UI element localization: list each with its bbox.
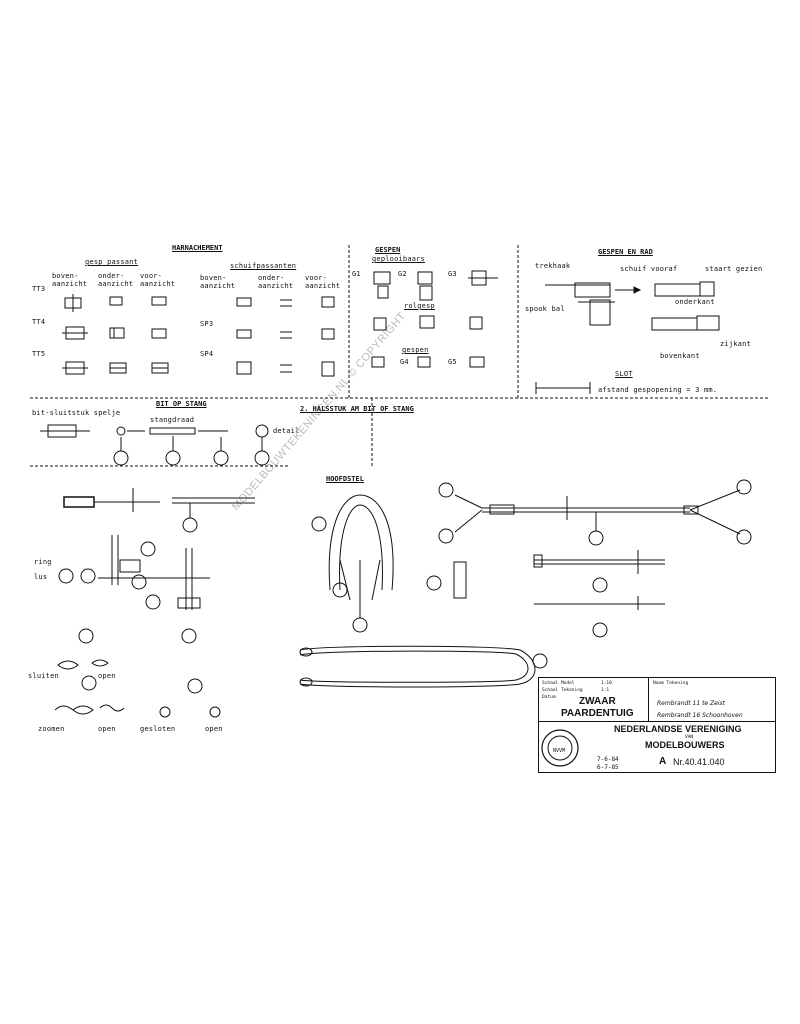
handwritten-note-1: Rembrandt 11 te Zeist [657,700,725,707]
buckle-symbols-left [62,294,169,375]
group-label-right: schuifpassanten [230,262,297,270]
buckle-label-1: G1 [352,270,361,278]
hitch-label-3: staart gezien [705,265,763,273]
hitch-note-head: SLOT [615,370,633,378]
date-value-1: 7-6-84 [597,756,619,763]
part-label-open: open [98,672,116,680]
row-label-1: TT3 [32,285,46,293]
buckle-label-3: G3 [448,270,457,278]
bit-label-2: stangdraad [150,416,195,424]
part-label-sluiten: sluiten [28,672,59,680]
col-front-right: onder-aanzicht [258,274,294,290]
part-label-ring: ring [34,558,52,566]
part-label-zoomen: zoomen [38,725,65,733]
date-label: Datum [542,695,556,700]
hitch-label-6: zijkant [720,340,751,348]
group-label-left: gesp passant [85,258,138,266]
part-label-gesloten: gesloten [140,725,176,733]
col-top-left: boven-aanzicht [52,272,88,288]
section-title-harness: HARNACHEMENT [172,244,223,252]
bit-label-1: bit-sluitstuk spelje [32,409,121,417]
buckles-sub2: rolgesp [404,302,435,310]
row-label-3: TT5 [32,350,46,358]
row-label-r1: SP3 [200,320,214,328]
organization-van: VAN [685,735,694,740]
drawing-number: Nr.40.41.040 [673,757,725,767]
hitch-label-1: trekhaak [535,262,571,270]
part-label-lus: lus [34,573,48,581]
nvvm-seal-graphic [541,729,579,767]
section-title-bridle: HOOFDSTEL [326,475,364,483]
section-title-wagon: 2. HALSSTUK AM BIT OF STANG [300,405,414,413]
row-label-2: TT4 [32,318,46,326]
section-title-buckles: GESPEN [375,246,401,254]
scale-drawing-value: 1:1 [601,688,610,693]
date-value-2: 6-7-85 [597,764,619,771]
hitch-label-7: bovenkant [660,352,700,360]
drawing-title-line1: ZWAAR [579,696,616,707]
part-label-open3: open [205,725,223,733]
bit-label-3: detail [273,427,300,435]
drawing-title-line2: PAARDENTUIG [561,708,634,719]
hitch-note: afstand gespopening = 3 mm. [598,386,718,394]
hitch-label-4: spook bal [525,305,565,313]
hitch-label-5: onderkant [675,298,715,306]
col-side-left: voor-aanzicht [140,272,176,288]
drawing-name-label: Naam Tekening [653,681,689,686]
bridle-sketch [299,479,752,688]
buckles-sub3: gespen [402,346,429,354]
part-label-open2: open [98,725,116,733]
buckle-label-2: G2 [398,270,407,278]
col-front-left: onder-aanzicht [98,272,134,288]
scale-drawing-label: Schaal Tekening [542,688,583,693]
buckles-sub1: geplooibaars [372,255,425,263]
scale-model-value: 1:10 [601,681,612,686]
section-title-bit: BIT OP STANG [156,400,207,408]
title-block: Schaal Model 1:10 Schaal Tekening 1:1 Da… [538,677,776,773]
bit-sketches [40,424,270,466]
strap-parts [54,488,255,718]
handwritten-note-2: Rembrandt 16 Schoonhoven [657,712,743,719]
buckle-symbols-right [236,296,335,377]
buckle-label-4: G4 [400,358,409,366]
row-label-r2: SP4 [200,350,214,358]
col-top-right: boven-aanzicht [200,274,236,290]
organization-line1: NEDERLANDSE VERENIGING [614,724,742,734]
hitch-sketch [535,281,720,394]
nvvm-logo-text: NVVM [553,748,566,754]
scale-model-label: Schaal Model [542,681,575,686]
hitch-label-2: schuif vooraf [620,265,678,273]
buckle-label-5: G5 [448,358,457,366]
buckle-sketches [371,270,498,368]
organization-line2: MODELBOUWERS [645,740,725,750]
section-title-hitch: GESPEN EN RAD [598,248,653,256]
col-side-right: voor-aanzicht [305,274,341,290]
drawing-number-prefix: A [659,756,667,767]
